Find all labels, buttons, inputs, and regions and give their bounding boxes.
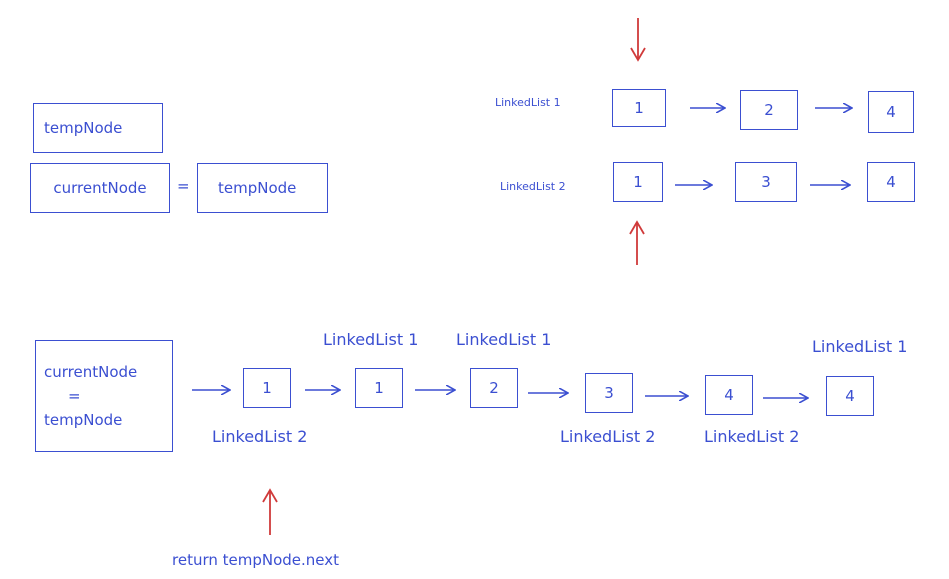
list2-node-1: 1 [613, 162, 663, 202]
temp-node-box: tempNode [33, 103, 163, 153]
merged-node-4-value: 3 [604, 384, 614, 402]
list2-node-3: 4 [867, 162, 915, 202]
merged-head-line3: tempNode [44, 411, 123, 429]
label-above-node-3: LinkedList 1 [456, 330, 552, 349]
label-below-node-5: LinkedList 2 [704, 427, 800, 446]
list1-node-3: 4 [868, 91, 914, 133]
list1-node-1: 1 [612, 89, 666, 127]
merged-node-2: 1 [355, 368, 403, 408]
merged-node-5-value: 4 [724, 386, 734, 404]
merged-head-line2: = [68, 387, 81, 405]
return-statement: return tempNode.next [172, 551, 340, 569]
pointer-arrow-down [630, 18, 646, 62]
pointer-arrow-up-top [629, 220, 645, 265]
equals-sign: = [177, 177, 190, 195]
current-node-text: currentNode [53, 179, 147, 197]
list2-node-2: 3 [735, 162, 797, 202]
merged-node-3-value: 2 [489, 379, 499, 397]
list1-node-1-value: 1 [634, 99, 644, 117]
merged-node-6-value: 4 [845, 387, 855, 405]
merged-node-4: 3 [585, 373, 633, 413]
list1-node-2: 2 [740, 90, 798, 130]
label-above-node-2: LinkedList 1 [323, 330, 419, 349]
merged-node-6: 4 [826, 376, 874, 416]
merged-node-5: 4 [705, 375, 753, 415]
merged-head-line1: currentNode [44, 363, 138, 381]
merged-head-box: currentNode = tempNode [35, 340, 173, 452]
label-below-node-1: LinkedList 2 [212, 427, 308, 446]
assigned-temp-node-box: tempNode [197, 163, 328, 213]
list1-node-2-value: 2 [764, 101, 774, 119]
pointer-arrow-up-bottom [262, 488, 278, 535]
list1-label: LinkedList 1 [495, 96, 561, 109]
current-node-box: currentNode [30, 163, 170, 213]
merged-node-3: 2 [470, 368, 518, 408]
list2-node-1-value: 1 [633, 173, 643, 191]
merged-node-2-value: 1 [374, 379, 384, 397]
merged-node-1: 1 [243, 368, 291, 408]
list2-node-3-value: 4 [886, 173, 896, 191]
list2-label: LinkedList 2 [500, 180, 566, 193]
list1-node-3-value: 4 [886, 103, 896, 121]
label-above-node-6: LinkedList 1 [812, 337, 908, 356]
label-below-node-4: LinkedList 2 [560, 427, 656, 446]
temp-node-text: tempNode [44, 119, 123, 137]
assigned-temp-node-text: tempNode [218, 179, 297, 197]
merged-node-1-value: 1 [262, 379, 272, 397]
list2-node-2-value: 3 [761, 173, 771, 191]
